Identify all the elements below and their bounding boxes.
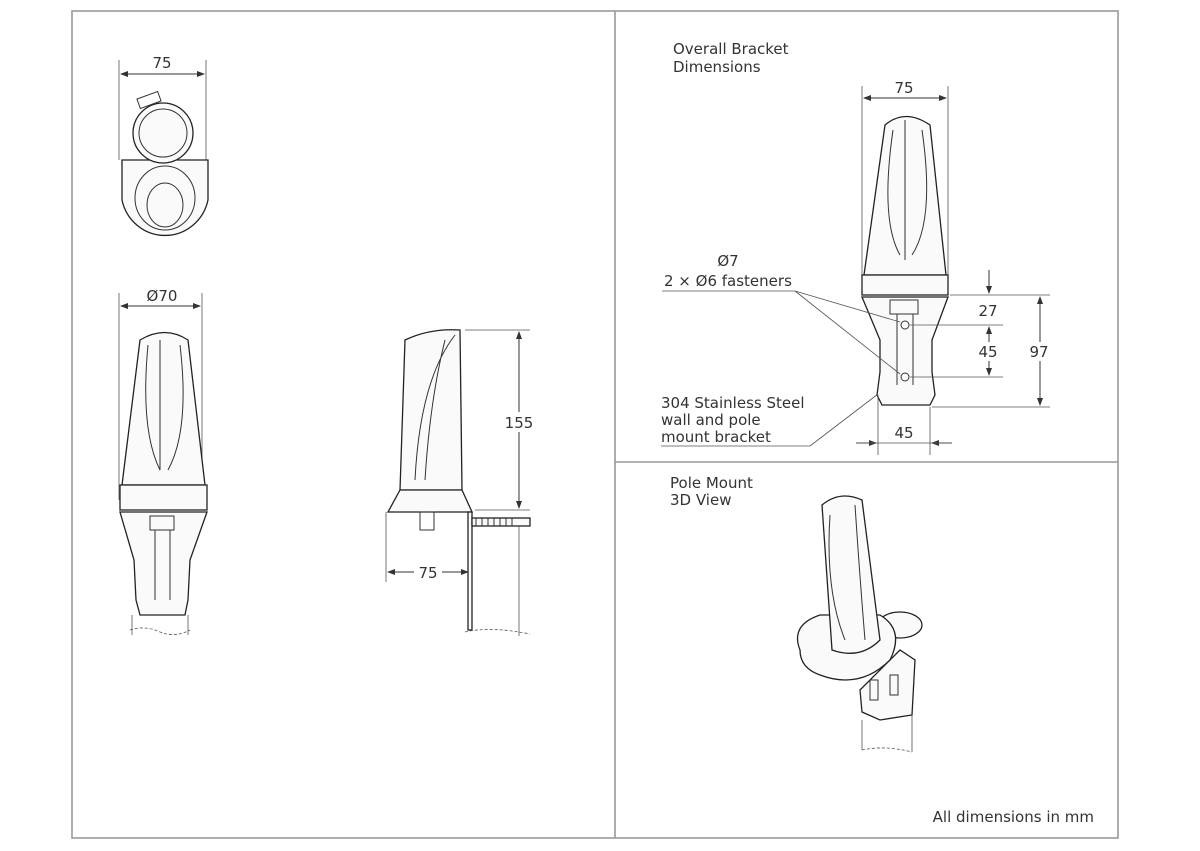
pole-mount-3d-view: Pole Mount 3D View [670,474,923,753]
bracket-title-line2: Dimensions [673,58,761,76]
top-view-width-dim: 75 [152,54,171,72]
front-view: Ø70 [118,287,208,635]
top-view: 75 [118,54,209,237]
pole-mount-title-line1: Pole Mount [670,474,753,492]
side-view: 155 75 [385,329,535,636]
fasteners-label: 2 × Ø6 fasteners [664,272,792,290]
bracket-width-dim: 75 [894,79,913,97]
side-view-height-dim: 155 [505,414,534,432]
drawing-frame [71,10,1119,839]
front-view-diameter-dim: Ø70 [147,287,178,305]
hole-diameter-label: Ø7 [717,252,738,270]
units-note: All dimensions in mm [933,808,1094,826]
dim-45-vertical: 45 [978,343,997,361]
bracket-title-line1: Overall Bracket [673,40,789,58]
material-line1: 304 Stainless Steel [661,394,805,412]
material-line3: mount bracket [661,428,771,446]
dim-97: 97 [1029,343,1048,361]
dim-45-horizontal: 45 [894,424,913,442]
dim-27: 27 [978,302,997,320]
side-view-depth-dim: 75 [418,564,437,582]
bracket-dimensions-view: Overall Bracket Dimensions 75 Ø7 2 × Ø6 … [661,40,1053,455]
material-line2: wall and pole [661,411,761,429]
pole-mount-title-line2: 3D View [670,491,731,509]
